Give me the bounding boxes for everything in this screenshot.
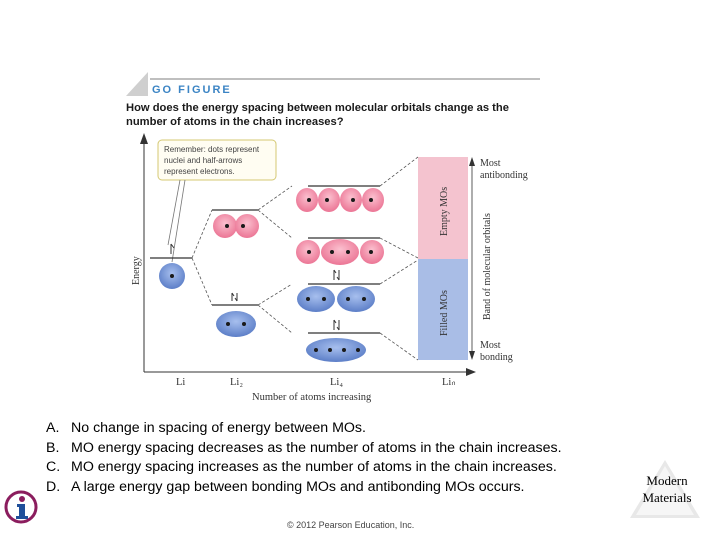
li-nucleus [170, 274, 174, 278]
header-rule [150, 78, 540, 80]
energy-axis-arrow-icon [140, 133, 148, 144]
column-label-li: Li [176, 377, 185, 388]
column-label-lin: Liₙ [442, 377, 456, 388]
connector [379, 156, 419, 187]
badge-line-2: Materials [642, 490, 692, 505]
nucleus [307, 250, 311, 254]
choice-c[interactable]: C. MO energy spacing increases as the num… [46, 458, 562, 478]
choice-d[interactable]: D. A large energy gap between bonding MOs… [46, 478, 562, 498]
choice-letter: B. [46, 439, 60, 456]
li2-antibonding-orbital-right [235, 214, 259, 238]
callout-pointer-2 [171, 179, 186, 263]
nucleus [325, 198, 329, 202]
connector [379, 332, 419, 361]
copyright: © 2012 Pearson Education, Inc. [287, 520, 415, 530]
most-antibonding-line-1: Most [480, 158, 501, 169]
callout-box [157, 139, 277, 181]
nucleus [306, 297, 310, 301]
nucleus [362, 297, 366, 301]
connector [191, 257, 213, 306]
choice-letter: D. [46, 478, 61, 495]
arrow-head [234, 297, 238, 302]
x-axis-arrow-icon [466, 368, 476, 376]
nucleus [356, 348, 360, 352]
nucleus [369, 250, 373, 254]
x-axis-label: Number of atoms increasing [252, 392, 372, 403]
nucleus [328, 348, 332, 352]
nucleus [330, 250, 334, 254]
band-label: Band of molecular orbitals [482, 213, 493, 320]
nucleus [346, 297, 350, 301]
go-figure-label: GO FIGURE [152, 84, 232, 96]
arrow-head [336, 276, 340, 281]
energy-axis-label: Energy [131, 256, 142, 285]
li2-bonding-orbital [216, 311, 256, 337]
header-tab-icon [126, 72, 148, 96]
choice-text: MO energy spacing increases as the numbe… [71, 459, 557, 475]
connector [379, 237, 419, 259]
band-bracket-top-arrow-icon [469, 157, 475, 166]
nucleus [322, 297, 326, 301]
modern-materials-badge-icon [630, 460, 700, 518]
nucleus [342, 348, 346, 352]
callout-line-2: nuclei and half-arrows [164, 156, 242, 165]
arrow-head [333, 269, 337, 274]
nucleus [225, 224, 229, 228]
nucleus [241, 224, 245, 228]
callout-pointer [167, 179, 181, 246]
choice-a[interactable]: A. No change in spacing of energy between… [46, 419, 562, 439]
li-electron-icon-head [170, 243, 175, 249]
empty-mo-label: Empty MOs [439, 187, 450, 236]
connector [191, 209, 213, 259]
connector [257, 209, 293, 239]
li4-orbital-2b [337, 286, 375, 312]
choice-text: MO energy spacing decreases as the numbe… [71, 439, 562, 456]
nucleus [351, 198, 355, 202]
column-label-li2: Li₂ [230, 377, 243, 388]
mo-diagram: Energy Number of atoms increasing Li Li₂… [131, 133, 528, 403]
answer-choices: A. No change in spacing of energy between… [46, 419, 562, 497]
callout-line-1: Remember: dots represent [164, 145, 260, 154]
most-bonding-line-2: bonding [480, 352, 513, 363]
empty-mo-band [418, 157, 468, 259]
connector [257, 304, 293, 334]
li4-orbital-1 [306, 338, 366, 362]
choice-letter: C. [46, 459, 61, 475]
filled-mo-label: Filled MOs [439, 290, 450, 336]
nucleus [346, 250, 350, 254]
choice-letter: A. [46, 420, 60, 436]
connector [257, 283, 293, 306]
arrow-head [336, 326, 340, 331]
nucleus [242, 322, 246, 326]
choice-b[interactable]: B. MO energy spacing decreases as the num… [46, 439, 562, 459]
filled-mo-band [418, 259, 468, 360]
li4-orbital-3b [321, 239, 359, 265]
modern-materials-badge: Modern Materials [634, 472, 700, 506]
nucleus [226, 322, 230, 326]
connector [257, 185, 293, 211]
nucleus [369, 198, 373, 202]
choice-text: No change in spacing of energy between M… [71, 420, 366, 436]
arrow-head [333, 319, 337, 324]
nucleus [307, 198, 311, 202]
callout-line-3: represent electrons. [164, 167, 235, 176]
band-bracket-bottom-arrow-icon [469, 351, 475, 360]
nucleus [314, 348, 318, 352]
column-label-li4: Li₄ [330, 377, 343, 388]
info-i-logo-icon [4, 490, 38, 524]
figure-question: How does the energy spacing between mole… [126, 102, 509, 128]
choice-text: A large energy gap between bonding MOs a… [71, 478, 525, 495]
connector [379, 259, 419, 285]
arrow-head [231, 292, 235, 297]
badge-line-1: Modern [646, 473, 688, 488]
li4-orbital-2a [297, 286, 335, 312]
most-bonding-line-1: Most [480, 340, 501, 351]
most-antibonding-line-2: antibonding [480, 170, 528, 181]
